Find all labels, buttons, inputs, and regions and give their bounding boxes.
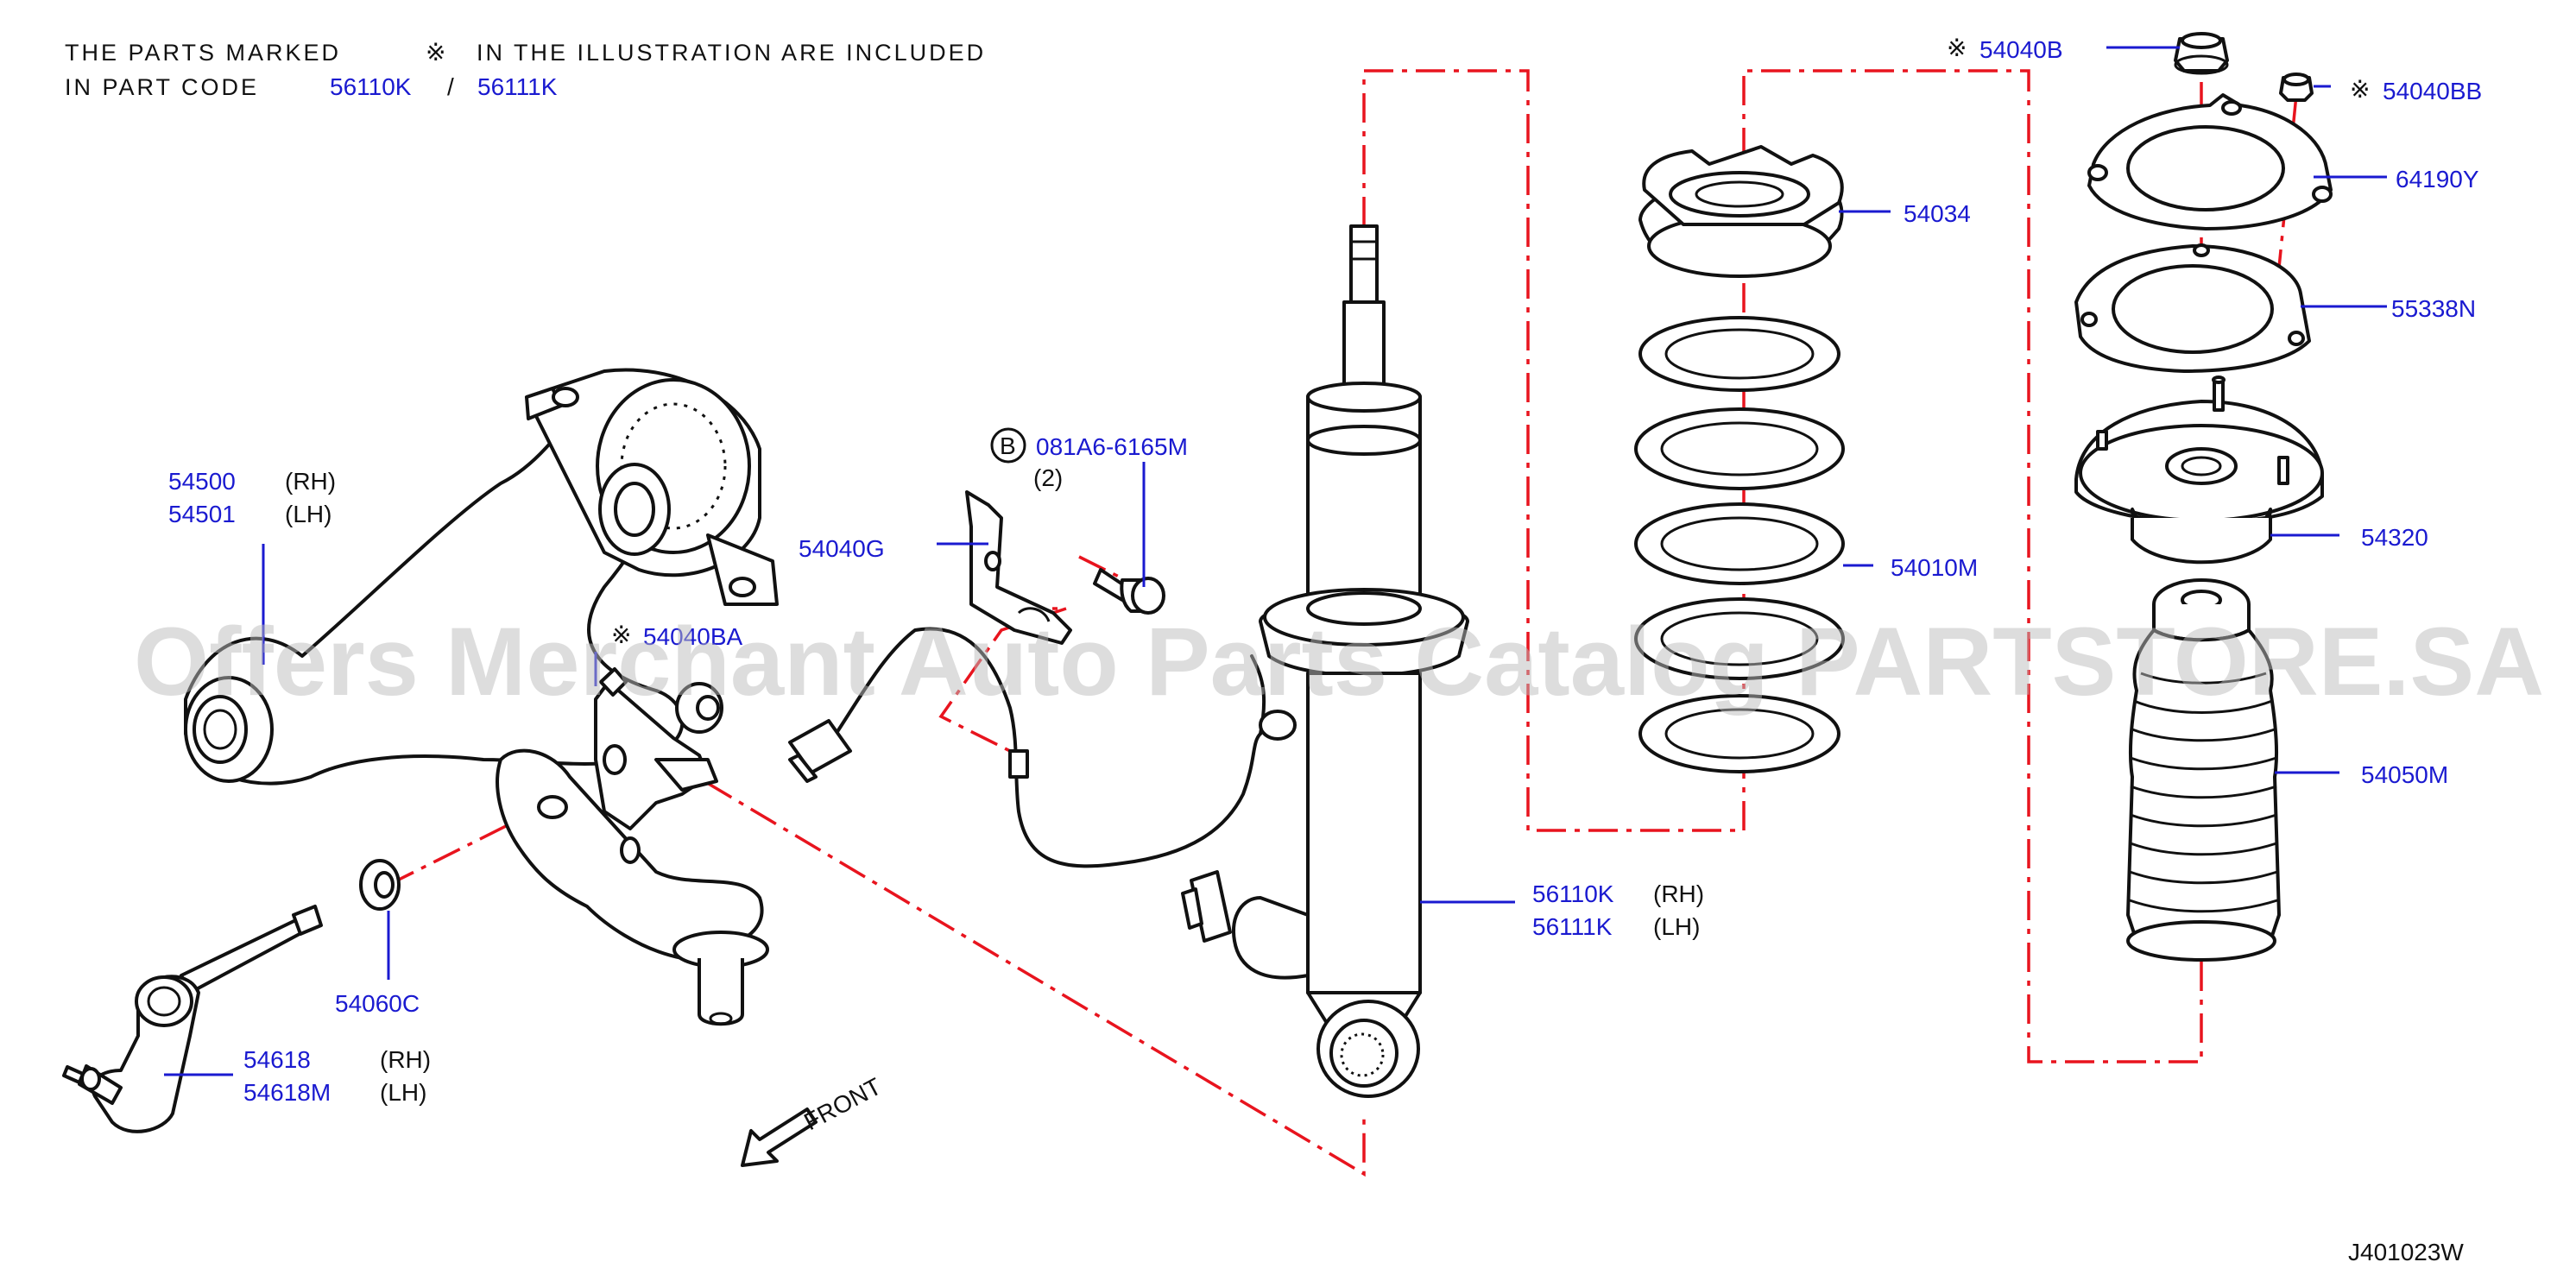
label-54500[interactable]: 54500 — [168, 468, 236, 495]
label-54034[interactable]: 54034 — [1904, 200, 1971, 227]
shock-absorber-56110k[interactable] — [1181, 224, 1469, 1098]
label-56111k[interactable]: 56111K — [1532, 913, 1613, 940]
label-54050m[interactable]: 54050M — [2361, 761, 2448, 788]
front-label: FRONT — [799, 1073, 886, 1136]
note-slash: / — [447, 73, 454, 100]
mark-54040b: ※ — [1947, 35, 1967, 61]
note-line2: IN PART CODE — [65, 74, 259, 100]
note-code-b[interactable]: 56111K — [477, 73, 558, 100]
header-note: THE PARTS MARKED ※ IN THE ILLUSTRATION A… — [65, 39, 986, 100]
label-54618m-side: (LH) — [380, 1079, 426, 1106]
dust-boot-54050m[interactable] — [2126, 578, 2281, 962]
note-mark: ※ — [426, 39, 445, 66]
label-54618m[interactable]: 54618M — [243, 1079, 331, 1106]
mark-54040ba: ※ — [611, 622, 631, 648]
label-56111k-side: (LH) — [1653, 913, 1700, 940]
label-54040ba[interactable]: 54040BA — [643, 623, 743, 650]
label-54040b[interactable]: 54040B — [1979, 36, 2063, 63]
mark-54040bb: ※ — [2350, 76, 2370, 103]
washer-54060c[interactable] — [359, 859, 401, 911]
bolt-badge-letter: B — [1000, 432, 1016, 459]
bolt-badge-circle — [990, 427, 1026, 464]
label-56110k-side: (RH) — [1653, 880, 1704, 907]
note-line1: THE PARTS MARKED — [65, 40, 341, 66]
label-54500-side: (RH) — [285, 468, 336, 495]
nut-54040bb[interactable] — [2279, 73, 2314, 102]
label-54320[interactable]: 54320 — [2361, 524, 2428, 551]
diagram-code: J401023W — [2348, 1239, 2464, 1265]
watermark: Offers Merchant Auto Parts Catalog PARTS… — [134, 608, 2544, 716]
upper-spring-seat-54034[interactable] — [1638, 145, 1844, 278]
label-54618-side: (RH) — [380, 1046, 431, 1073]
note-line1-tail: IN THE ILLUSTRATION ARE INCLUDED — [477, 40, 986, 66]
lower-control-arm[interactable] — [184, 368, 779, 1026]
nut-54040b[interactable] — [2174, 32, 2229, 75]
bolt-081a6-6165m[interactable] — [1093, 568, 1165, 615]
front-direction-arrow — [741, 1107, 818, 1167]
label-55338n[interactable]: 55338N — [2391, 295, 2476, 322]
label-54501[interactable]: 54501 — [168, 501, 236, 527]
stabilizer-link-54618[interactable] — [62, 905, 323, 1133]
coil-spring-54010m[interactable] — [1634, 316, 1845, 773]
strut-mount-54320[interactable] — [2074, 375, 2324, 565]
label-54040g[interactable]: 54040G — [799, 535, 885, 562]
label-54040bb[interactable]: 54040BB — [2383, 78, 2482, 104]
label-56110k[interactable]: 56110K — [1532, 880, 1614, 907]
leader-lines — [164, 46, 2387, 1076]
label-54618[interactable]: 54618 — [243, 1046, 311, 1073]
label-081a6-6165m[interactable]: 081A6-6165M — [1036, 433, 1188, 460]
label-54501-side: (LH) — [285, 501, 331, 527]
mount-plate-64190y[interactable] — [2087, 93, 2333, 230]
label-64190y[interactable]: 64190Y — [2396, 166, 2479, 192]
label-54060c[interactable]: 54060C — [335, 990, 420, 1017]
sensor-bracket-54040g[interactable] — [965, 490, 1072, 645]
label-54010m[interactable]: 54010M — [1891, 554, 1978, 581]
note-code-a[interactable]: 56110K — [330, 73, 412, 100]
label-081a6-qty: (2) — [1033, 464, 1063, 491]
insulator-55338n[interactable] — [2074, 243, 2311, 373]
abs-sensor-harness — [788, 627, 1297, 868]
bracket-54040ba[interactable] — [594, 667, 723, 830]
